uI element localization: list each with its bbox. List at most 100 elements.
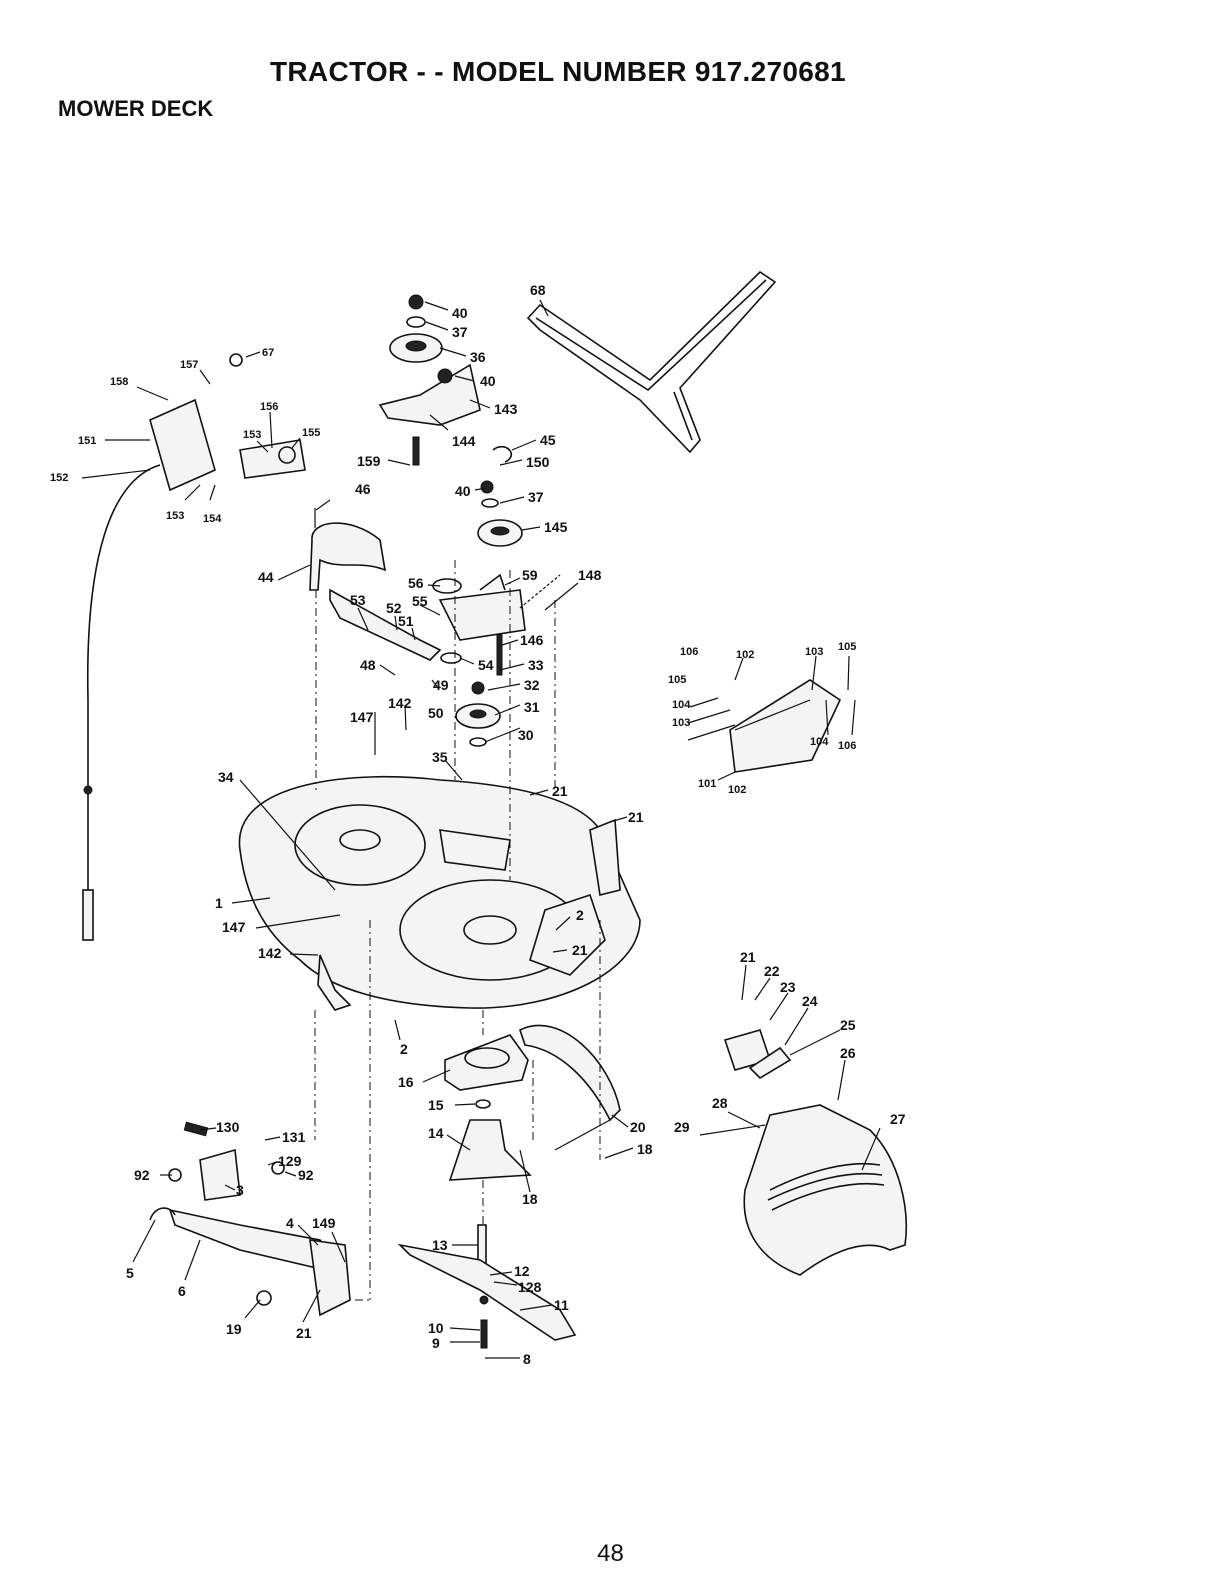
callout-102: 102 [736,649,754,661]
callout-18: 18 [522,1191,538,1207]
callout-103: 103 [805,646,823,658]
callout-32: 32 [524,677,540,693]
callout-68: 68 [530,282,546,298]
callout-29: 29 [674,1119,690,1135]
callout-51: 51 [398,613,414,629]
callout-21: 21 [572,942,588,958]
page-number: 48 [597,1540,624,1567]
callout-45: 45 [540,432,556,448]
callout-37: 37 [452,324,468,340]
belt-guard-left [309,508,387,591]
callout-3: 3 [236,1182,244,1198]
callout-156: 156 [260,401,278,413]
callout-48: 48 [360,657,376,673]
callout-36: 36 [470,349,486,365]
callout-44: 44 [258,569,274,585]
callout-145: 145 [544,519,568,535]
callout-33: 33 [528,657,544,673]
callout-158: 158 [110,376,128,388]
callout-21: 21 [628,809,644,825]
callout-157: 157 [180,359,198,371]
callout-35: 35 [432,749,448,765]
callout-2: 2 [400,1041,408,1057]
callout-16: 16 [398,1074,414,1090]
callout-53: 53 [350,592,366,608]
callout-26: 26 [840,1045,856,1061]
callout-34: 34 [218,769,234,785]
callout-27: 27 [890,1111,906,1127]
callout-2: 2 [576,907,584,923]
callout-131: 131 [282,1129,306,1145]
blade-housing-panel [729,679,842,773]
callout-15: 15 [428,1097,444,1113]
callout-8: 8 [523,1351,531,1367]
callout-130: 130 [216,1119,240,1135]
callout-23: 23 [780,979,796,995]
callout-102: 102 [728,784,746,796]
callout-92: 92 [298,1167,314,1183]
lift-linkage [149,1121,351,1317]
callout-104: 104 [810,736,829,748]
callout-55: 55 [412,593,428,609]
spindle-housing [444,1034,532,1271]
callout-147: 147 [350,709,374,725]
callout-18: 18 [637,1141,653,1157]
callout-143: 143 [494,401,518,417]
callout-105: 105 [668,674,686,686]
callout-4: 4 [286,1215,294,1231]
callout-40: 40 [455,483,471,499]
callout-54: 54 [478,657,494,673]
callout-106: 106 [680,646,698,658]
blade [397,1243,577,1349]
callout-104: 104 [672,699,691,711]
callout-150: 150 [526,454,550,470]
callout-151: 151 [78,435,96,447]
callout-1: 1 [215,895,223,911]
callout-13: 13 [432,1237,448,1253]
callout-21: 21 [296,1325,312,1341]
callout-59: 59 [522,567,538,583]
callout-24: 24 [802,993,818,1009]
callout-129: 129 [278,1153,302,1169]
callout-128: 128 [518,1279,542,1295]
spindle-pulley [455,681,501,747]
callout-67: 67 [262,347,274,359]
page-title: TRACTOR - - MODEL NUMBER 917.270681 [270,56,846,87]
callout-56: 56 [408,575,424,591]
callout-146: 146 [520,632,544,648]
callout-142: 142 [388,695,412,711]
callout-22: 22 [764,963,780,979]
callout-40: 40 [480,373,496,389]
callout-149: 149 [312,1215,336,1231]
idler-pulley-mid [477,445,523,547]
drive-belt [526,270,777,454]
callout-21: 21 [740,949,756,965]
callout-105: 105 [838,641,856,653]
clutch-bracket [149,353,306,492]
callout-21: 21 [552,783,568,799]
callout-6: 6 [178,1283,186,1299]
callout-25: 25 [840,1017,856,1033]
callout-142: 142 [258,945,282,961]
callout-52: 52 [386,600,402,616]
idler-arm [329,573,561,676]
callout-153: 153 [166,510,184,522]
callout-11: 11 [554,1297,569,1313]
callout-30: 30 [518,727,534,743]
callout-101: 101 [698,778,716,790]
callout-152: 152 [50,472,68,484]
callout-40: 40 [452,305,468,321]
mower-deck [238,775,641,1009]
callout-153: 153 [243,429,261,441]
callout-46: 46 [355,481,371,497]
alignment-lines [314,560,601,1301]
callout-28: 28 [712,1095,728,1111]
callout-154: 154 [203,513,222,525]
callout-147: 147 [222,919,246,935]
callout-103: 103 [672,717,690,729]
leader-lines [81,299,881,1359]
callout-144: 144 [452,433,476,449]
callout-labels: 40 37 36 40 143 144 159 45 150 40 37 145… [50,282,906,1367]
callout-20: 20 [630,1119,646,1135]
